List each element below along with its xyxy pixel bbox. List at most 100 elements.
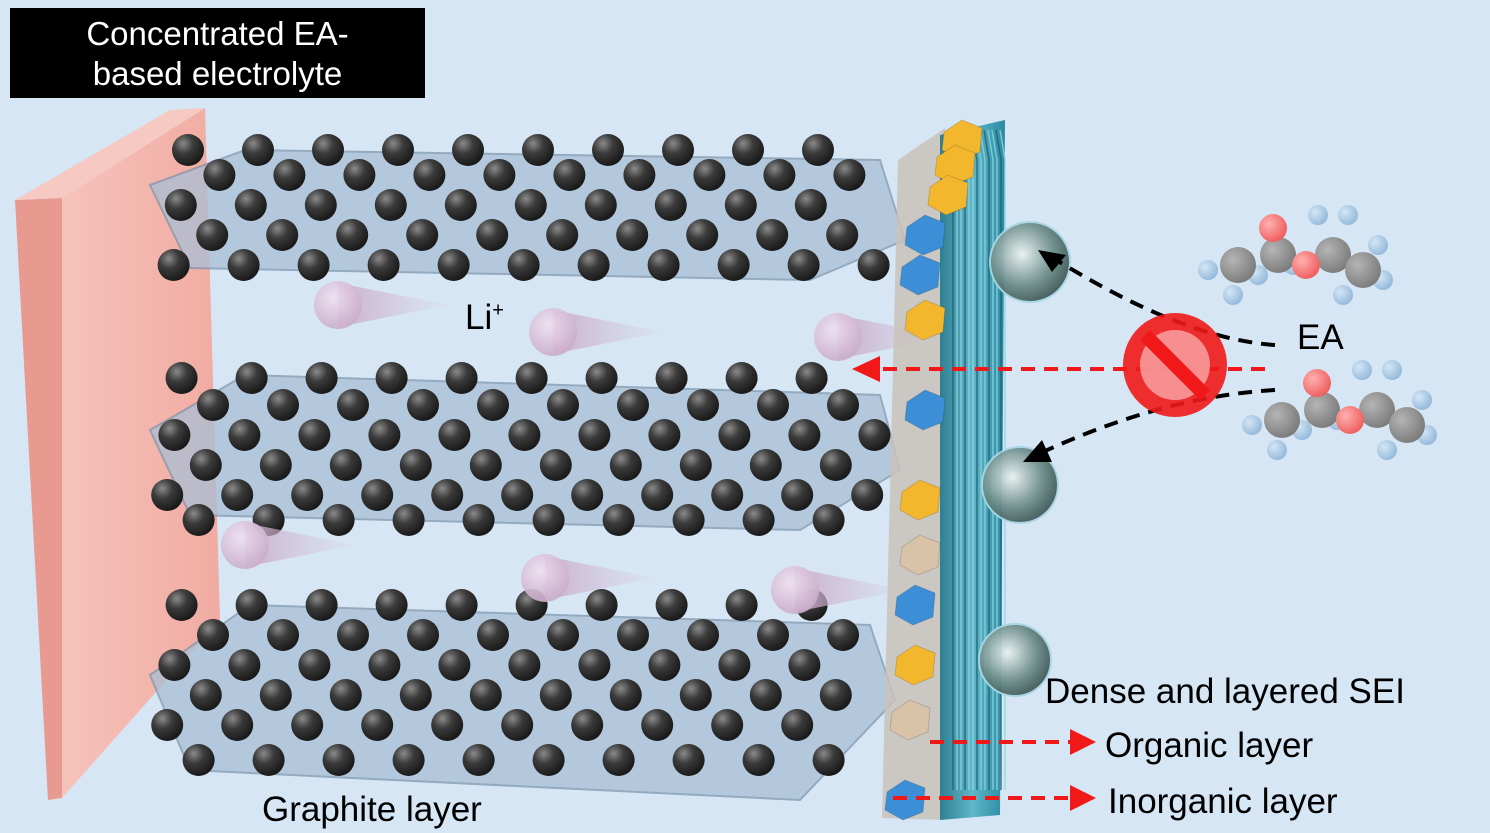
carbon-atom [452, 134, 484, 166]
carbon-atom [788, 649, 821, 681]
carbon-atom [717, 249, 750, 281]
carbon-atom [725, 362, 758, 394]
ea-arrow-lower-head [1023, 440, 1052, 462]
sei-inorganic-block [899, 254, 941, 296]
hydrogen-atom [1242, 415, 1262, 435]
li-ion-tail [545, 556, 655, 600]
carbon-atom [235, 362, 268, 394]
carbon-atom [445, 589, 478, 621]
li-ion [771, 566, 819, 614]
hydrogen-atom [1382, 360, 1402, 380]
carbon-atoms [151, 134, 891, 776]
carbon-atom [757, 389, 789, 421]
carbon-atom [585, 589, 618, 621]
carbon-atom [267, 389, 299, 421]
carbon-atom [228, 419, 261, 451]
ea-arrow-upper-head [1038, 250, 1066, 272]
sei-inorganic-block [889, 699, 931, 741]
ea-carbon-atom [1264, 402, 1300, 438]
carbon-atom [501, 479, 534, 511]
carbon-atom [833, 159, 866, 191]
carbon-atom [757, 619, 789, 651]
carbon-atom [413, 159, 446, 191]
carbon-atom [375, 589, 408, 621]
carbon-atom [571, 709, 604, 741]
sei-crystal [989, 221, 1071, 303]
carbon-atom [438, 649, 471, 681]
carbon-atom [795, 362, 828, 394]
oxygen-atom [1303, 369, 1331, 397]
carbon-atom [221, 709, 254, 741]
carbon-atom [182, 504, 215, 536]
li-ion-tail [838, 315, 948, 359]
carbon-atom [571, 479, 604, 511]
sei-fiber [947, 129, 954, 790]
carbon-atom [539, 679, 572, 711]
carbon-atom [577, 249, 610, 281]
carbon-atom [602, 744, 635, 776]
sei-inorganic-block [904, 214, 946, 256]
carbon-atom [547, 619, 579, 651]
carbon-atom [437, 249, 470, 281]
carbon-atom [469, 679, 502, 711]
carbon-atom [382, 134, 414, 166]
carbon-atom [337, 619, 369, 651]
ea-arrow-blocked-head [852, 356, 880, 382]
carbon-atom [312, 134, 344, 166]
li-ion [529, 308, 577, 356]
carbon-atom [291, 709, 324, 741]
carbon-atom [623, 159, 656, 191]
ea-carbon-atom [1260, 237, 1296, 273]
carbon-atom [267, 619, 299, 651]
sei-layer [882, 119, 1071, 821]
sei-inorganic-block [934, 144, 976, 186]
carbon-atom [304, 189, 337, 221]
carbon-atom [508, 419, 541, 451]
sei-inorganic-block [904, 389, 946, 431]
carbon-atom [756, 219, 789, 251]
carbon-atom [679, 679, 712, 711]
sei-label: Dense and layered SEI [1045, 672, 1405, 711]
carbon-atom [234, 189, 267, 221]
carbon-atom [445, 362, 478, 394]
carbon-atom [158, 649, 191, 681]
carbon-atom [431, 709, 464, 741]
oxygen-atom [1336, 406, 1364, 434]
carbon-atom [322, 744, 355, 776]
carbon-atom [584, 189, 617, 221]
ea-label: EA [1297, 318, 1344, 357]
ea-arrow-upper [1043, 251, 1276, 347]
carbon-atom [182, 744, 215, 776]
sei-crystal [981, 446, 1059, 524]
carbon-atom [322, 504, 355, 536]
carbon-atom [851, 479, 884, 511]
carbon-atom [672, 744, 705, 776]
hydrogen-atom [1223, 285, 1243, 305]
ea-carbon-atom [1389, 407, 1425, 443]
carbon-atom [585, 362, 618, 394]
carbon-atom [679, 449, 712, 481]
carbon-atom [407, 619, 439, 651]
carbon-atom [546, 219, 579, 251]
carbon-atom [827, 389, 859, 421]
carbon-atom [361, 709, 394, 741]
carbon-atom [724, 189, 757, 221]
carbon-atom [165, 589, 198, 621]
carbon-atom [655, 362, 688, 394]
carbon-atom [477, 389, 509, 421]
carbon-atom [826, 219, 859, 251]
li-ion-tail [795, 568, 905, 612]
carbon-atom [742, 504, 775, 536]
carbon-atom [687, 389, 719, 421]
carbon-atom [375, 362, 408, 394]
current-collector [15, 108, 220, 800]
carbon-atom [617, 389, 649, 421]
carbon-atom [399, 679, 432, 711]
carbon-atom [781, 709, 814, 741]
carbon-atom [711, 709, 744, 741]
carbon-atom [392, 744, 425, 776]
carbon-atom [787, 249, 820, 281]
carbon-atom [361, 479, 394, 511]
carbon-atom [291, 479, 324, 511]
